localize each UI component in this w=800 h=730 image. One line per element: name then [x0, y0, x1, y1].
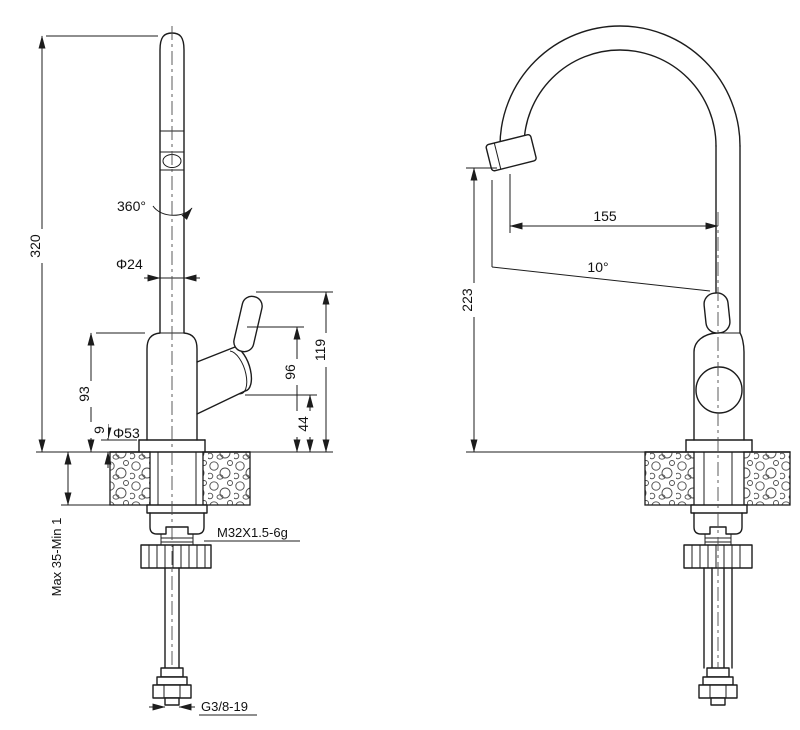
dim-handle-mid-height: 96	[282, 364, 298, 380]
lock-nut-knurling	[148, 545, 206, 568]
hose-thread-stub	[710, 697, 726, 706]
front-swivel-annotation: 360°	[117, 198, 193, 220]
side-handle	[703, 292, 731, 334]
hose-fitting	[160, 667, 184, 678]
counter-slab-right	[743, 451, 791, 506]
spout-outlet	[485, 134, 537, 172]
side-countertop	[644, 451, 791, 506]
dim-counter-thickness-range: Max 35-Min 1	[49, 518, 64, 597]
side-dims: 155 10° 223	[458, 167, 719, 453]
dim-spout-reach: 155	[593, 208, 617, 224]
lock-nut-knurling	[691, 545, 741, 568]
front-countertop	[109, 451, 251, 506]
mounting-washer	[146, 504, 208, 514]
dim-handle-base-height: 44	[295, 416, 311, 432]
mounting-washer	[690, 504, 748, 514]
outlet-angle-line	[491, 266, 711, 292]
valve-cap	[695, 366, 743, 414]
dim-outlet-height: 223	[459, 288, 475, 312]
mounting-bracket	[693, 512, 743, 535]
dim-overall-height: 320	[27, 234, 43, 258]
rotation-arrow-icon	[152, 205, 193, 220]
hose-thread-stub	[164, 697, 180, 706]
front-view: 360° Φ24	[26, 26, 333, 716]
side-view: 155 10° 223	[458, 25, 791, 706]
handle-grip	[233, 295, 263, 353]
front-dims-left: 320 93 9 Φ53 Max 35-Min 1	[26, 35, 158, 607]
dim-swivel-angle: 360°	[117, 198, 146, 214]
side-body	[644, 292, 791, 453]
dim-outlet-angle: 10°	[587, 259, 608, 275]
dim-handle-top-height: 119	[312, 339, 328, 362]
dim-body-height: 93	[76, 386, 92, 402]
dim-spout-diameter: Φ24	[116, 256, 143, 272]
side-gooseneck	[485, 25, 741, 334]
front-undercounter: M32X1.5-6g G3/8-19	[140, 452, 300, 716]
front-handle	[196, 295, 263, 415]
dim-base-diameter: Φ53	[113, 425, 140, 441]
counter-slab-left	[644, 451, 695, 506]
label-mounting-thread: M32X1.5-6g	[217, 525, 288, 540]
lock-nut	[140, 544, 212, 569]
front-dims-right: 119 96 44	[245, 291, 333, 453]
counter-slab-left	[109, 451, 151, 506]
counter-slab-right	[202, 451, 251, 506]
front-dim-phi24: Φ24	[116, 256, 200, 282]
label-hose-thread: G3/8-19	[201, 699, 248, 714]
hose-fitting	[706, 667, 730, 678]
dim-base-plate-thickness: 9	[91, 426, 107, 434]
front-body	[109, 332, 251, 453]
mounting-bracket	[149, 512, 205, 535]
